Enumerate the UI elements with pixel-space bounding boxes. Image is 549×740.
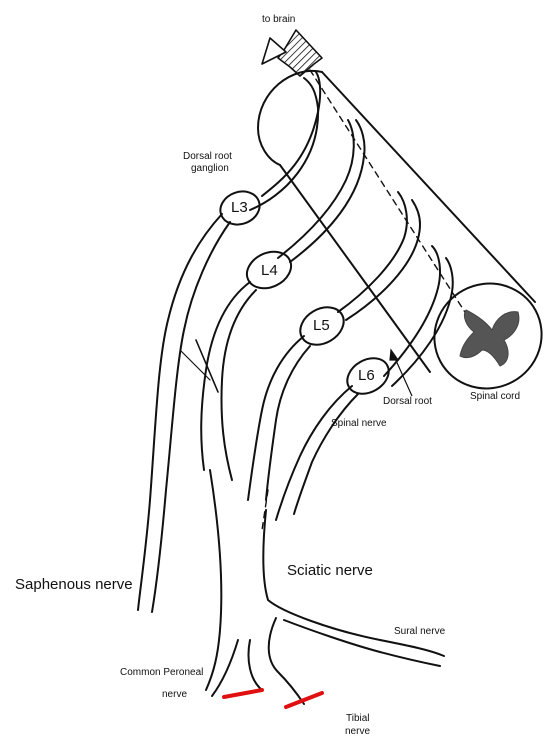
segment-label-l6: L6 <box>358 367 375 384</box>
spinal-nerves <box>138 214 358 612</box>
cord-gray-matter <box>460 310 519 366</box>
to-brain-label: to brain <box>262 14 295 25</box>
segment-label-l3: L3 <box>231 199 248 216</box>
segment-label-l4: L4 <box>261 262 278 279</box>
sciatic-trunk <box>206 470 444 704</box>
sciatic-nerve-label: Sciatic nerve <box>287 563 373 580</box>
ligation-marks <box>224 690 322 707</box>
common-peroneal-label-line2: nerve <box>162 689 187 700</box>
ligation-common-peroneal <box>224 690 262 697</box>
spinal-nerve-label: Spinal nerve <box>331 418 387 429</box>
tibial-label-line2: nerve <box>345 726 370 737</box>
dorsal-roots <box>250 72 453 386</box>
spinal-cord-label: Spinal cord <box>470 391 520 402</box>
dorsal-root-label: Dorsal root <box>383 396 432 407</box>
segment-label-l5: L5 <box>313 317 330 334</box>
dorsal-root-ganglion-label-line1: Dorsal root <box>183 151 232 162</box>
saphenous-nerve-label: Saphenous nerve <box>15 577 133 594</box>
tibial-label-line1: Tibial <box>346 713 370 724</box>
sural-nerve-label: Sural nerve <box>394 626 445 637</box>
to-brain-arrow <box>262 30 322 76</box>
dorsal-root-ganglion-label-line2: ganglion <box>191 163 229 174</box>
common-peroneal-label-line1: Common Peroneal <box>120 667 203 678</box>
